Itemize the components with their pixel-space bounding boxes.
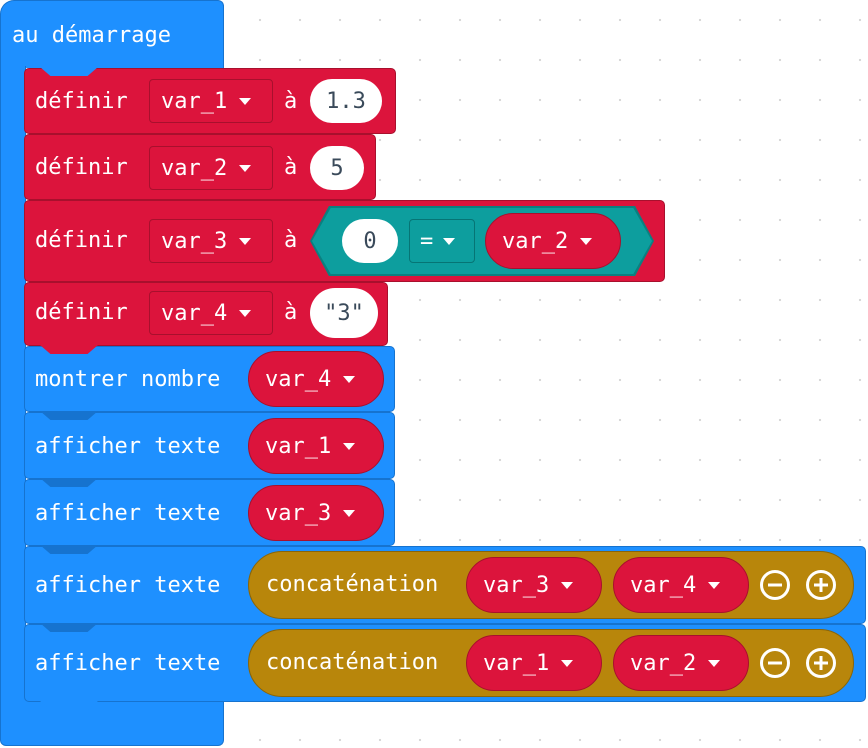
block-notch <box>40 411 98 420</box>
variable-reporter[interactable]: var_4 <box>248 351 384 407</box>
variable-reporter[interactable]: var_4 <box>613 557 749 613</box>
caret-down-icon <box>708 581 721 589</box>
set-label: définir <box>35 89 128 114</box>
show-string-label: afficher texte <box>35 434 221 459</box>
to-label: à <box>284 300 298 325</box>
operator-symbol: = <box>420 228 434 254</box>
variable-reporter[interactable]: var_1 <box>248 418 384 474</box>
on-start-label: au démarrage <box>12 23 171 48</box>
variable-name: var_2 <box>630 650 697 676</box>
caret-down-icon <box>343 442 356 450</box>
show-number-label: montrer nombre <box>35 367 221 392</box>
on-start-spine <box>0 66 26 706</box>
block-notch <box>40 701 98 710</box>
block-notch <box>40 345 98 354</box>
caret-down-icon <box>239 164 252 172</box>
on-start-block[interactable] <box>0 0 224 68</box>
compare-operator-dropdown[interactable]: = <box>409 219 475 263</box>
variable-dropdown[interactable]: var_4 <box>149 291 273 335</box>
set-label: définir <box>35 300 128 325</box>
plus-circle-icon[interactable] <box>805 647 837 679</box>
variable-name: var_2 <box>161 155 228 181</box>
compare-left-input[interactable]: 0 <box>342 219 398 263</box>
caret-down-icon <box>239 309 252 317</box>
caret-down-icon <box>239 97 252 105</box>
caret-down-icon <box>443 237 456 245</box>
variable-reporter[interactable]: var_3 <box>248 485 384 541</box>
block-notch <box>40 623 98 632</box>
show-string-label: afficher texte <box>35 651 221 676</box>
text-input[interactable]: "3" <box>310 288 378 338</box>
variable-name: var_3 <box>265 500 332 526</box>
variable-name: var_3 <box>161 228 228 254</box>
block-notch <box>40 478 98 487</box>
variable-name: var_1 <box>483 650 550 676</box>
caret-down-icon <box>239 237 252 245</box>
caret-down-icon <box>343 375 356 383</box>
caret-down-icon <box>708 659 721 667</box>
join-label: concaténation <box>266 572 439 597</box>
variable-reporter[interactable]: var_1 <box>466 635 602 691</box>
block-notch <box>40 545 98 554</box>
set-label: définir <box>35 228 128 253</box>
number-input[interactable]: 1.3 <box>310 79 382 123</box>
plus-circle-icon[interactable] <box>805 569 837 601</box>
caret-down-icon <box>561 659 574 667</box>
variable-name: var_4 <box>265 366 332 392</box>
variable-name: var_4 <box>161 300 228 326</box>
block-notch <box>40 67 98 76</box>
variable-name: var_1 <box>265 433 332 459</box>
variable-reporter[interactable]: var_2 <box>485 213 621 269</box>
on-start-footer <box>0 700 224 746</box>
set-label: définir <box>35 155 128 180</box>
variable-name: var_4 <box>630 572 697 598</box>
minus-circle-icon[interactable] <box>759 569 791 601</box>
caret-down-icon <box>561 581 574 589</box>
to-label: à <box>284 155 298 180</box>
variable-dropdown[interactable]: var_1 <box>149 79 273 123</box>
variable-name: var_2 <box>502 228 569 254</box>
to-label: à <box>284 89 298 114</box>
variable-reporter[interactable]: var_3 <box>466 557 602 613</box>
number-input[interactable]: 5 <box>310 146 364 190</box>
minus-circle-icon[interactable] <box>759 647 791 679</box>
variable-name: var_1 <box>161 88 228 114</box>
show-string-label: afficher texte <box>35 573 221 598</box>
variable-dropdown[interactable]: var_3 <box>149 219 273 263</box>
join-label: concaténation <box>266 650 439 675</box>
to-label: à <box>284 228 298 253</box>
caret-down-icon <box>580 237 593 245</box>
show-string-label: afficher texte <box>35 501 221 526</box>
caret-down-icon <box>343 509 356 517</box>
variable-dropdown[interactable]: var_2 <box>149 146 273 190</box>
variable-reporter[interactable]: var_2 <box>613 635 749 691</box>
variable-name: var_3 <box>483 572 550 598</box>
